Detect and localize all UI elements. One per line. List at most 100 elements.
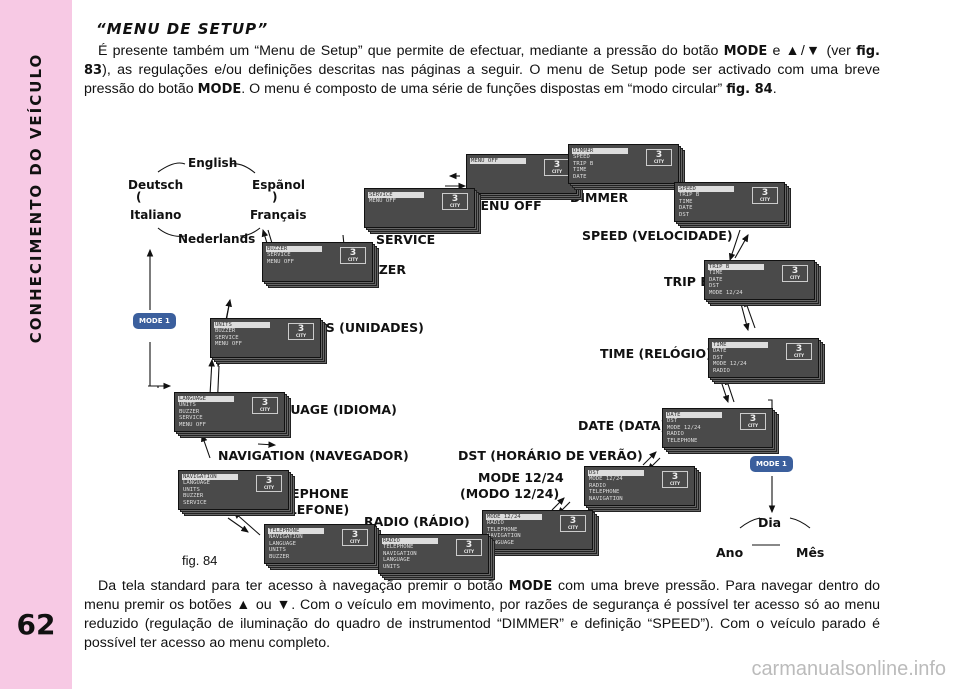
language-option: Nederlands [178, 232, 256, 246]
lang-arc [229, 163, 256, 174]
screen-menu-item: DST [713, 354, 724, 361]
screen-menu-item: NAVIGATION [487, 533, 521, 540]
screen-menu-item: MODE 12/24 [709, 289, 743, 296]
label-dimmer: DIMMER [570, 190, 629, 205]
language-bracket: ( [136, 190, 142, 204]
cycle-arrow [734, 234, 749, 259]
cycle-arrow [227, 517, 249, 533]
gear-value: 3 [261, 398, 269, 408]
gear-caption: CITY [747, 423, 759, 428]
screen-menu-item: TIME [709, 270, 723, 277]
screen-menu-item: NAVIGATION [383, 550, 417, 557]
gear-caption: CITY [463, 549, 475, 554]
date-arc [789, 517, 811, 529]
gear-value: 3 [351, 530, 359, 540]
mode-1-button[interactable]: MODE 1 [750, 456, 793, 472]
gear-value: 3 [569, 516, 577, 526]
screen-selected-item: MODE 12/24 [486, 514, 542, 521]
gear-value: 3 [671, 472, 679, 482]
language-bracket: ) [272, 190, 278, 204]
screen-selected-item: BUZZER [266, 246, 322, 253]
chapter-title: CONHECIMENTO DO VEÍCULO [27, 52, 45, 344]
screen-menu-item: DST [667, 418, 678, 425]
intro-paragraph: É presente também um “Menu de Setup” que… [84, 43, 880, 97]
screen-menu-item: UNITS [183, 486, 200, 493]
chapter-sidebar: CONHECIMENTO DO VEÍCULO 62 [0, 0, 72, 689]
screen-menu-item: NAVIGATION [589, 495, 623, 502]
cycle-arrow [728, 229, 741, 262]
screen-selected-item: RADIO [382, 538, 438, 545]
screen-menu-item: UNITS [383, 563, 400, 570]
screen-selected-item: SPEED [678, 186, 734, 193]
screen-selected-item: TRIP B [708, 264, 764, 271]
screen-menu-item: BUZZER [183, 493, 204, 500]
screen-menu-item: LANGUAGE [487, 539, 514, 546]
label-service: SERVICE [376, 232, 436, 247]
gear-value: 3 [655, 150, 663, 160]
screen-menu-item: TRIP B [573, 160, 594, 167]
screen-selected-item: TELEPHONE [268, 528, 324, 535]
date-arc [739, 517, 761, 529]
gear-caption: CITY [295, 333, 307, 338]
gear-caption: CITY [259, 407, 271, 412]
screen-menu-item: SERVICE [179, 415, 203, 422]
screen-menu-item: DATE [713, 348, 727, 355]
cycle-arrow [201, 433, 211, 459]
gear-caption: CITY [793, 353, 805, 358]
gear-caption: CITY [789, 275, 801, 280]
screen-menu-item: LANGUAGE [269, 540, 296, 547]
gear-caption: CITY [263, 485, 275, 490]
language-option: Espãnol [252, 178, 305, 192]
date-cycle-day: Dia [758, 515, 782, 530]
mode-1-button[interactable]: MODE 1 [133, 313, 176, 329]
screen-menu-item: RADIO [589, 482, 606, 489]
date-cycle-year: Ano [716, 545, 744, 560]
screen-menu-item: BUZZER [215, 328, 236, 335]
gear-value: 3 [465, 540, 473, 550]
screen-menu-item: RADIO [487, 520, 504, 527]
screen-menu-item: RADIO [713, 367, 730, 374]
screen-selected-item: NAVIGATION [182, 474, 238, 481]
label-trip-b: TRIP B [664, 274, 710, 289]
figure-caption: fig. 84 [182, 553, 218, 568]
label-mode-1224-pt: (MODO 12/24) [460, 486, 560, 501]
screen-selected-item: LANGUAGE [178, 396, 234, 403]
screen-menu-item: RADIO [667, 431, 684, 438]
language-option: Italiano [130, 208, 182, 222]
cycle-arrow [257, 441, 277, 448]
label-dst: DST (HORÁRIO DE VERÃO) [458, 448, 643, 463]
screen-selected-item: SERVICE [368, 192, 424, 199]
gear-value: 3 [265, 476, 273, 486]
section-title: “MENU DE SETUP” [96, 20, 269, 38]
gear-caption: CITY [669, 481, 681, 486]
screen-menu-item: MODE 12/24 [667, 424, 701, 431]
screen-menu-item: TIME [679, 198, 693, 205]
screen-menu-item: SERVICE [183, 499, 207, 506]
screen-menu-item: MENU OFF [369, 198, 396, 205]
gear-value: 3 [749, 414, 757, 424]
